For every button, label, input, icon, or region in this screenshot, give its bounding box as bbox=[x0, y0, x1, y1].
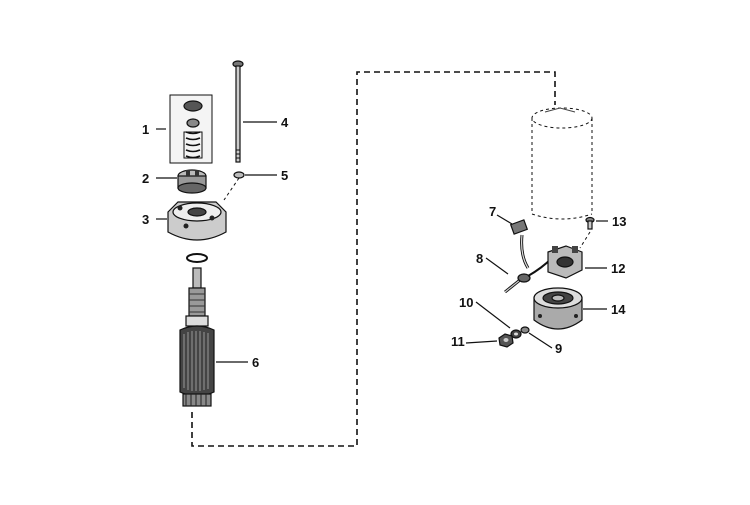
callout-7: 7 bbox=[489, 204, 496, 219]
part-brush-spring-kit bbox=[169, 94, 213, 164]
part-armature bbox=[179, 267, 215, 407]
callout-1: 1 bbox=[142, 122, 149, 137]
callout-14: 14 bbox=[611, 302, 626, 317]
callout-4: 4 bbox=[281, 115, 289, 130]
callout-12: 12 bbox=[611, 261, 625, 276]
callout-5: 5 bbox=[281, 168, 288, 183]
part-through-bolt bbox=[232, 60, 244, 163]
callout-13: 13 bbox=[612, 214, 626, 229]
part-hex-nut bbox=[498, 333, 514, 348]
part-screw bbox=[585, 216, 595, 230]
part-brush-lead bbox=[509, 219, 530, 269]
callout-2: 2 bbox=[142, 171, 149, 186]
callout-8: 8 bbox=[476, 251, 483, 266]
part-lockwasher bbox=[233, 171, 245, 179]
callout-3: 3 bbox=[142, 212, 149, 227]
part-oring bbox=[186, 253, 208, 263]
part-end-cap bbox=[533, 287, 583, 330]
screw-alignment-line bbox=[579, 231, 591, 249]
callout-6: 6 bbox=[252, 355, 259, 370]
part-terminal bbox=[504, 257, 553, 294]
leader-lines bbox=[156, 121, 608, 363]
part-end-frame bbox=[167, 201, 227, 241]
callout-11: 11 bbox=[451, 334, 465, 349]
bolt-alignment-line bbox=[223, 177, 240, 201]
part-lockwasher-small bbox=[520, 326, 530, 334]
assembly-connector-line bbox=[191, 71, 556, 447]
callout-9: 9 bbox=[555, 341, 562, 356]
callout-10: 10 bbox=[459, 295, 473, 310]
part-frame-housing bbox=[531, 107, 593, 220]
part-brush-holder bbox=[177, 169, 207, 194]
part-brush-plate bbox=[547, 245, 583, 279]
